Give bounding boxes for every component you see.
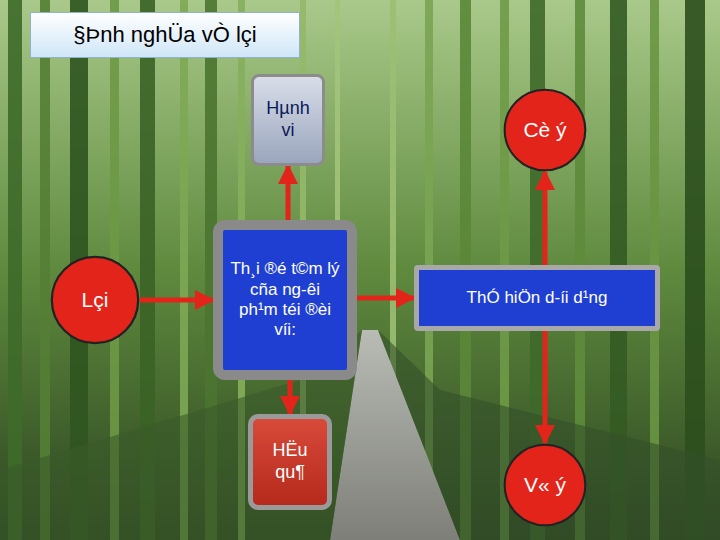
text-stack: Hµnh vi	[260, 98, 316, 141]
circle-fill	[52, 257, 138, 343]
arrow-connector	[357, 296, 414, 301]
text-stack: V« ý	[524, 472, 566, 497]
arrow-connector	[286, 166, 291, 220]
slide-title: §Þnh nghÜa vÒ lçi	[30, 12, 300, 58]
arrow-connector	[543, 172, 548, 265]
text-stack: Lçi	[82, 287, 109, 312]
circle-fill	[505, 90, 586, 171]
text-stack: Th¸i ®é t©m lý cña ng-êi ph¹m téi ®èi ví…	[229, 259, 341, 341]
node-label: ThÓ hiÖn d-íi d¹ng	[467, 288, 608, 308]
undergrowth	[378, 330, 720, 540]
arrow-connector	[543, 331, 548, 443]
node-label: HËu qu¶	[259, 440, 321, 483]
bamboo-stalk	[390, 0, 396, 390]
central-box: Th¸i ®é t©m lý cña ng-êi ph¹m téi ®èi ví…	[213, 220, 357, 380]
circle-node: V« ý	[503, 443, 587, 527]
bamboo-stalk	[8, 0, 22, 540]
process-box: Hµnh vi	[251, 74, 325, 166]
text-stack: ThÓ hiÖn d-íi d¹ng	[467, 288, 608, 308]
node-label: Lçi	[82, 287, 109, 312]
text-stack: HËu qu¶	[259, 440, 321, 483]
process-box: HËu qu¶	[248, 414, 332, 510]
title-text: §Þnh nghÜa vÒ lçi	[73, 22, 256, 48]
node-label: Hµnh vi	[260, 98, 316, 141]
node-label: Cè ý	[523, 117, 566, 142]
process-box: ThÓ hiÖn d-íi d¹ng	[414, 265, 660, 331]
arrow-connector	[288, 380, 293, 414]
arrow-connector	[140, 298, 213, 303]
text-stack: Cè ý	[523, 117, 566, 142]
node-label: V« ý	[524, 472, 566, 497]
circle-node: Cè ý	[503, 88, 587, 172]
circle-fill	[505, 445, 586, 526]
circle-node: Lçi	[50, 255, 140, 345]
node-label: Th¸i ®é t©m lý cña ng-êi ph¹m téi ®èi ví…	[229, 259, 341, 341]
